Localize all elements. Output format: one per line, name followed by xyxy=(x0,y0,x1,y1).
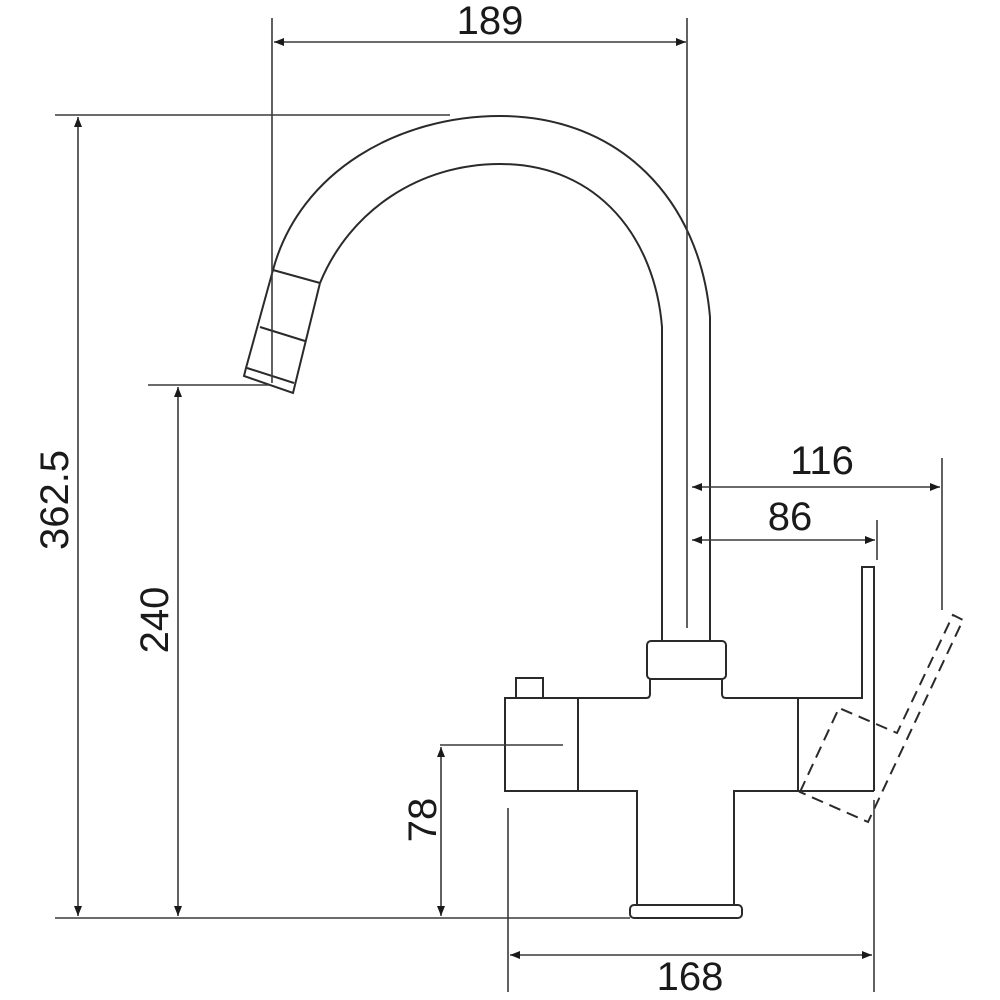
lever-open-position xyxy=(798,613,965,824)
dimension-label-78: 78 xyxy=(401,798,445,843)
dimension-side-valve-height: 78 xyxy=(401,744,563,916)
dimension-lever-open: 116 xyxy=(692,439,943,610)
dimension-total-height: 362.5 xyxy=(33,114,630,919)
dimension-label-189: 189 xyxy=(457,0,524,43)
dimension-label-362-5: 362.5 xyxy=(33,450,77,550)
dimension-label-240: 240 xyxy=(133,587,177,654)
dimension-label-86: 86 xyxy=(768,495,813,539)
dimension-outlet-height: 240 xyxy=(133,384,270,916)
dimension-lever-closed: 86 xyxy=(692,495,878,560)
dimension-label-168: 168 xyxy=(657,955,724,999)
swivel-collar xyxy=(646,640,727,680)
spout xyxy=(242,18,711,641)
dimension-label-116: 116 xyxy=(790,439,854,483)
base-plate xyxy=(629,904,743,919)
dimension-body-width: 168 xyxy=(507,800,875,999)
faucet-body xyxy=(504,566,965,919)
side-valve-button xyxy=(515,677,544,699)
lever xyxy=(798,566,875,791)
dimension-spout-reach: 189 xyxy=(271,0,686,383)
